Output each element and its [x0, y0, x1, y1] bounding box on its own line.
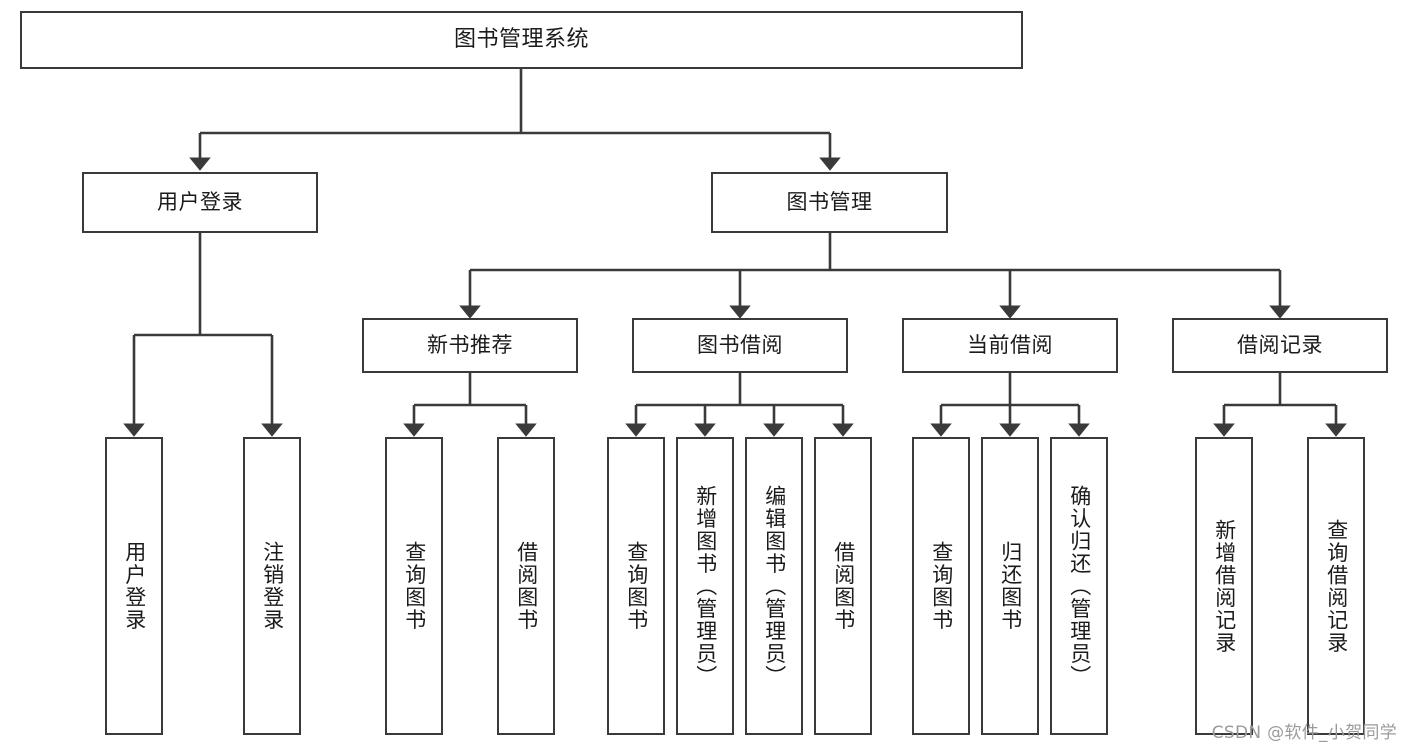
leaf-current-borrow-return[interactable]: 归还图书 — [981, 437, 1039, 735]
leaf-new-book-borrow[interactable]: 借阅图书 — [497, 437, 555, 735]
node-user-login[interactable]: 用户登录 — [82, 172, 318, 233]
node-new-book-recommend[interactable]: 新书推荐 — [362, 318, 578, 373]
leaf-book-borrow-add[interactable]: 新增图书（管理员） — [676, 437, 734, 735]
csdn-watermark: CSDN @软件_小贺同学 — [1211, 723, 1397, 743]
node-current-borrow[interactable]: 当前借阅 — [902, 318, 1118, 373]
node-book-borrow[interactable]: 图书借阅 — [632, 318, 848, 373]
node-label: 当前借阅 — [967, 333, 1053, 358]
node-label: 查询图书 — [929, 541, 954, 631]
node-label: 查询图书 — [624, 541, 649, 631]
node-label: 注销登录 — [260, 541, 285, 631]
node-label: 图书借阅 — [697, 333, 783, 358]
node-root-system[interactable]: 图书管理系统 — [20, 11, 1023, 69]
node-label: 查询借阅记录 — [1324, 518, 1349, 654]
node-borrow-record[interactable]: 借阅记录 — [1172, 318, 1388, 373]
node-label: 借阅图书 — [831, 541, 856, 631]
leaf-user-login-signout[interactable]: 注销登录 — [243, 437, 301, 735]
node-label: 新书推荐 — [427, 333, 513, 358]
leaf-current-borrow-confirm-return[interactable]: 确认归还（管理员） — [1050, 437, 1108, 735]
leaf-user-login-signin[interactable]: 用户登录 — [105, 437, 163, 735]
node-label: 新增借阅记录 — [1212, 518, 1237, 654]
node-label: 编辑图书（管理员） — [762, 484, 787, 688]
node-label: 用户登录 — [122, 541, 147, 631]
node-label: 图书管理 — [786, 190, 873, 215]
node-label: 归还图书 — [998, 541, 1023, 631]
node-label: 查询图书 — [402, 541, 427, 631]
leaf-book-borrow-edit[interactable]: 编辑图书（管理员） — [745, 437, 803, 735]
leaf-book-borrow-lend[interactable]: 借阅图书 — [814, 437, 872, 735]
node-label: 用户登录 — [157, 190, 243, 215]
leaf-new-book-query[interactable]: 查询图书 — [385, 437, 443, 735]
leaf-borrow-record-query[interactable]: 查询借阅记录 — [1307, 437, 1365, 735]
leaf-borrow-record-add[interactable]: 新增借阅记录 — [1195, 437, 1253, 735]
node-label: 图书管理系统 — [453, 27, 589, 53]
leaf-current-borrow-query[interactable]: 查询图书 — [912, 437, 970, 735]
node-label: 借阅记录 — [1237, 333, 1323, 358]
node-label: 借阅图书 — [514, 541, 539, 631]
node-label: 新增图书（管理员） — [693, 484, 718, 688]
node-label: 确认归还（管理员） — [1067, 484, 1092, 688]
node-book-management[interactable]: 图书管理 — [711, 172, 948, 233]
leaf-book-borrow-query[interactable]: 查询图书 — [607, 437, 665, 735]
